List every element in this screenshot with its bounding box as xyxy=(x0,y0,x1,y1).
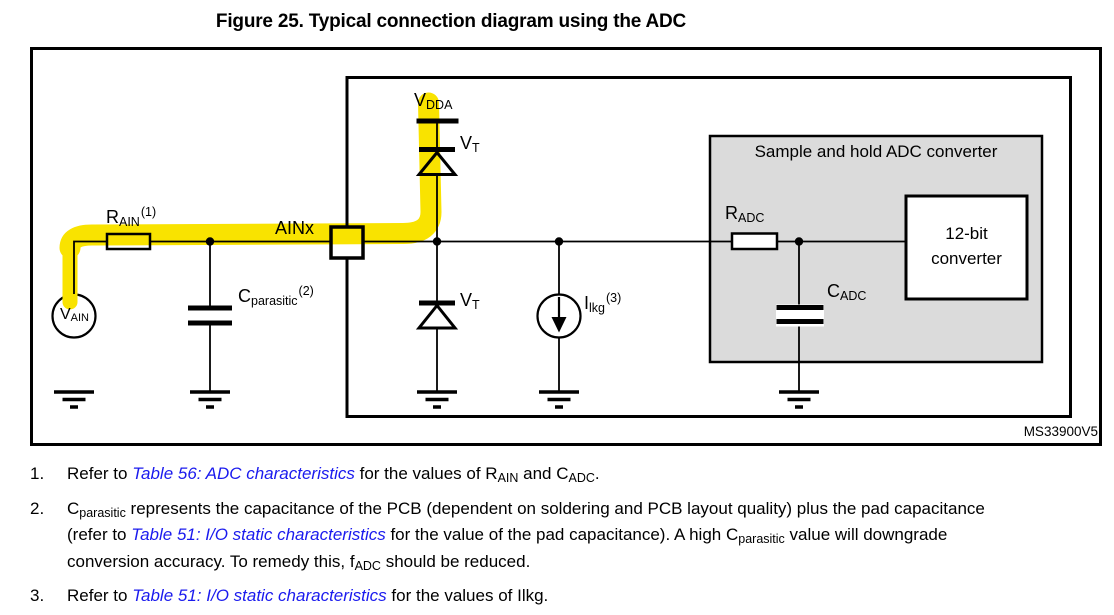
footnote-subscript: AIN xyxy=(497,471,519,485)
footnote-link[interactable]: Table 51: I/O static characteristics xyxy=(132,586,387,605)
figure-title: Figure 25. Typical connection diagram us… xyxy=(215,11,687,32)
radc-resistor xyxy=(730,232,779,251)
label-cparasitic: Cparasitic(2) xyxy=(238,284,314,308)
rain-resistor xyxy=(105,232,152,251)
converter-block xyxy=(904,194,1029,301)
footnote-text: Refer to Table 51: I/O static characteri… xyxy=(67,586,549,605)
footnote-number: 1. xyxy=(30,464,45,483)
ainx-pad xyxy=(329,225,365,260)
footnotes: 1. Refer to Table 56: ADC characteristics… xyxy=(30,463,1076,615)
label-ainx: AINx xyxy=(275,218,315,238)
footnote: 3. Refer to Table 51: I/O static characte… xyxy=(30,585,1076,607)
esd-diode-top xyxy=(415,147,459,176)
wires xyxy=(73,123,906,392)
label-radc: RADC xyxy=(725,203,765,225)
label-cadc: CADC xyxy=(827,281,867,303)
sample-hold-title: Sample and hold ADC converter xyxy=(754,142,998,161)
footnote-link[interactable]: Table 51: I/O static characteristics xyxy=(131,525,386,544)
cparasitic-capacitor xyxy=(188,305,232,326)
drawing-id: MS33900V5 xyxy=(1023,424,1098,439)
footnote-subscript: ADC xyxy=(568,471,595,485)
ground-diode xyxy=(417,390,457,409)
footnote-subscript: parasitic xyxy=(79,505,126,520)
esd-diode-bottom xyxy=(415,300,459,330)
cadc-capacitor xyxy=(776,304,824,327)
adc-connection-diagram xyxy=(30,47,1102,446)
footnote-subscript: ADC xyxy=(354,558,381,573)
ground-vain xyxy=(54,390,94,409)
ground-cparasitic xyxy=(190,390,230,409)
footnote-number: 2. xyxy=(30,498,45,518)
footnote-number: 3. xyxy=(30,586,45,605)
ilkg-current-source xyxy=(536,293,582,339)
footnote-text: Cparasitic represents the capacitance of… xyxy=(67,498,985,573)
ground-symbols xyxy=(54,390,819,409)
signal-path-highlight xyxy=(59,92,442,310)
junction-dots xyxy=(205,237,804,246)
figure-frame xyxy=(30,47,1102,446)
label-vain: VAIN xyxy=(59,306,89,324)
ground-cadc xyxy=(779,390,819,409)
label-vdda: VDDA xyxy=(414,90,453,112)
footnote-text: Refer to Table 56: ADC characteristics f… xyxy=(67,464,600,485)
footnote: 2. Cparasitic represents the capacitance … xyxy=(30,498,1076,578)
label-ilkg: Ilkg(3) xyxy=(584,291,622,315)
label-rain: RAIN(1) xyxy=(106,205,157,229)
label-vt-top: VT xyxy=(460,133,480,155)
footnote-link[interactable]: Table 56: ADC characteristics xyxy=(132,464,355,483)
footnote-subscript: parasitic xyxy=(738,532,785,546)
ground-ilkg xyxy=(539,390,579,409)
label-vt-bottom: VT xyxy=(460,290,480,312)
footnote: 1. Refer to Table 56: ADC characteristics… xyxy=(30,463,1076,490)
chip-boundary xyxy=(345,76,1072,418)
